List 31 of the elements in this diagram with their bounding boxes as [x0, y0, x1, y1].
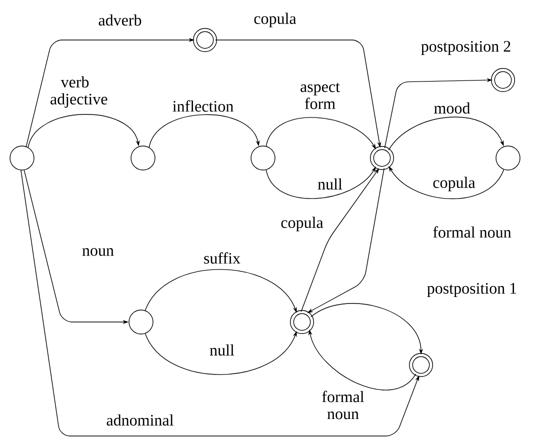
- arrow: [28, 114, 140, 148]
- edge-label: postposition 2: [420, 40, 512, 56]
- edge-label: postposition 1: [426, 282, 518, 298]
- state-circle: [496, 146, 520, 170]
- edge-label: inflection: [171, 99, 235, 113]
- arrow: [388, 116, 504, 150]
- edge-label: adverb: [97, 13, 143, 27]
- edge-label: mood: [432, 101, 472, 115]
- edge-label: null: [316, 177, 344, 191]
- final-state-circle: [491, 68, 515, 92]
- edge-label: verb adjective: [49, 75, 108, 109]
- state-circle: [250, 146, 276, 170]
- edge-label: formal noun: [312, 390, 374, 420]
- edge-label: adnominal: [105, 413, 175, 427]
- edge-label: copula: [252, 12, 298, 28]
- edge-label: formal noun: [432, 225, 512, 239]
- edge-label: suffix: [202, 251, 242, 265]
- final-state-circle: [370, 146, 394, 170]
- final-state-circle: [290, 310, 314, 334]
- state-circle: [10, 146, 34, 170]
- state-circle: [128, 310, 154, 334]
- arrow: [148, 114, 260, 148]
- state-circle: [130, 146, 156, 170]
- edge-label: noun: [81, 247, 115, 257]
- edge-label: copula: [280, 216, 324, 232]
- final-state-circle: [193, 28, 217, 52]
- arrow: [20, 170, 420, 436]
- edge-label: aspect form: [294, 82, 346, 110]
- edge-label: copula: [432, 176, 476, 192]
- final-state-circle: [409, 353, 433, 377]
- edge-label: null: [208, 343, 236, 357]
